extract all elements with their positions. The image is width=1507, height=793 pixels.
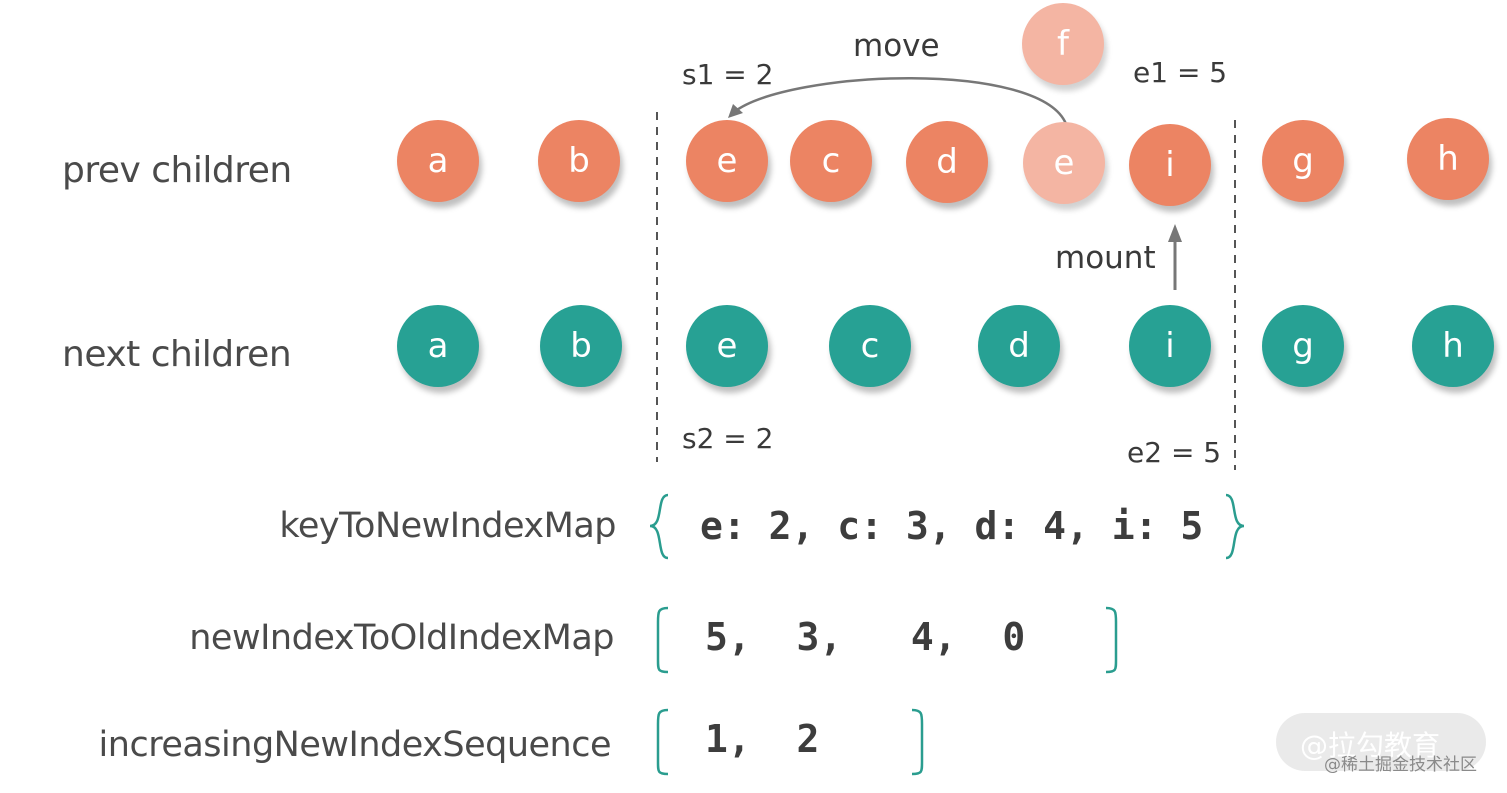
next-node-e: e (686, 305, 768, 387)
new-to-old-left-bracket (656, 606, 669, 674)
prev-children-label: prev children (62, 150, 292, 191)
mount-label: mount (1055, 240, 1156, 276)
next-node-c: c (829, 305, 911, 387)
prev-node-b: b (538, 120, 620, 202)
key-to-new-index-map-value: e: 2, c: 3, d: 4, i: 5 (700, 504, 1204, 548)
watermark-badge-text: @拉勾教育 (1300, 729, 1441, 762)
move-arrow (733, 77, 1068, 125)
s1-label: s1 = 2 (682, 58, 774, 91)
move-label: move (853, 28, 940, 64)
prev-node-e-moved: e (1023, 122, 1105, 204)
next-children-label: next children (62, 334, 292, 375)
next-node-g: g (1262, 305, 1344, 387)
next-node-h: h (1412, 305, 1494, 387)
increasing-new-index-sequence-value: 1, 2 (705, 717, 820, 761)
prev-node-a: a (397, 120, 479, 202)
next-node-i: i (1129, 305, 1211, 387)
new-to-old-right-bracket (1105, 606, 1118, 674)
prev-node-d: d (906, 121, 988, 203)
next-node-d: d (978, 305, 1060, 387)
next-node-a: a (397, 305, 479, 387)
key-to-new-index-map-label: keyToNewIndexMap (279, 506, 616, 546)
new-index-to-old-index-map-value: 5, 3, 4, 0 (705, 615, 1026, 659)
floating-node-f: f (1022, 3, 1104, 85)
increasing-new-index-sequence-label: increasingNewIndexSequence (98, 725, 612, 765)
increasing-right-bracket (911, 708, 924, 776)
watermark-site: @稀土掘金技术社区 (1324, 755, 1477, 775)
key-map-right-brace (1225, 493, 1245, 560)
next-node-b: b (540, 305, 622, 387)
prev-node-i: i (1129, 124, 1211, 206)
prev-node-c: c (790, 120, 872, 202)
move-arrowhead (728, 104, 743, 118)
mount-arrowhead (1168, 224, 1182, 242)
prev-node-g: g (1262, 120, 1344, 202)
new-index-to-old-index-map-label: newIndexToOldIndexMap (189, 618, 614, 658)
watermark-badge (1276, 713, 1486, 771)
prev-node-h: h (1407, 118, 1489, 200)
e2-label: e2 = 5 (1127, 436, 1222, 469)
key-map-left-brace (649, 493, 669, 560)
increasing-left-bracket (656, 708, 669, 776)
s2-label: s2 = 2 (682, 422, 774, 455)
prev-node-e: e (686, 120, 768, 202)
e1-label: e1 = 5 (1133, 56, 1228, 89)
